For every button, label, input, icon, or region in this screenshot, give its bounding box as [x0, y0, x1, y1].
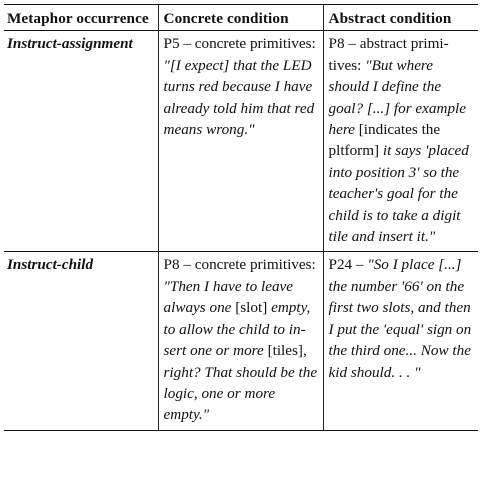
- participant-lead: P8 – concrete prim­i­tives:: [163, 256, 316, 274]
- participant-quote: right? That should be the logic, one or …: [163, 363, 318, 424]
- quote-annotation: [indicates the pltform]: [328, 121, 441, 160]
- table-row: Instruct-assignment P5 – concrete primi­…: [4, 30, 478, 252]
- metaphor-label: Instruct-child: [7, 256, 94, 274]
- participant-quote: it says 'placed into position 3' so the …: [328, 142, 469, 246]
- participant-lead: P5 – concrete primi­tives:: [163, 35, 316, 53]
- metaphor-occurrence-table: Metaphor occur­rence Concrete condition …: [4, 4, 478, 431]
- participant-quote: empty, to al­low the child to in­sert on…: [163, 299, 311, 360]
- table-row: Instruct-child P8 – concrete prim­i­tive…: [4, 251, 478, 431]
- metaphor-label: Instruct-assignment: [7, 35, 133, 53]
- metaphor-cell: Instruct-child: [4, 252, 158, 430]
- participant-quote: "So I place [...] the number '66' on the…: [328, 256, 472, 381]
- metaphor-cell: Instruct-assignment: [4, 31, 158, 252]
- header-row: Metaphor occur­rence Concrete condition …: [4, 4, 478, 31]
- quote-annotation: [slot]: [235, 299, 272, 317]
- abstract-cell: P8 – abstract prim­i­tives: "But where s…: [322, 30, 478, 252]
- header-metaphor-occurrence: Metaphor occur­rence: [7, 10, 149, 27]
- concrete-cell: P8 – concrete prim­i­tives: "Then I have…: [157, 251, 323, 431]
- participant-quote: "[I expect] that the LED turns red becau…: [163, 56, 315, 139]
- abstract-cell: P24 – "So I place [...] the number '66' …: [322, 251, 478, 431]
- participant-lead: P8 – abstract prim­i­tives:: [328, 35, 449, 74]
- table-header: Metaphor occur­rence Concrete condition …: [4, 4, 478, 31]
- quote-annotation: [tiles],: [267, 342, 307, 360]
- participant-quote: "Then I have to leave always one: [163, 277, 294, 317]
- header-abstract-condition: Abstract condition: [322, 4, 478, 31]
- header-concrete-condition: Concrete condition: [157, 4, 323, 31]
- participant-quote: "But where should I define the goal? [..…: [328, 56, 467, 139]
- concrete-cell: P5 – concrete primi­tives: "[I expect] t…: [157, 30, 323, 252]
- participant-lead: P24 –: [328, 256, 368, 274]
